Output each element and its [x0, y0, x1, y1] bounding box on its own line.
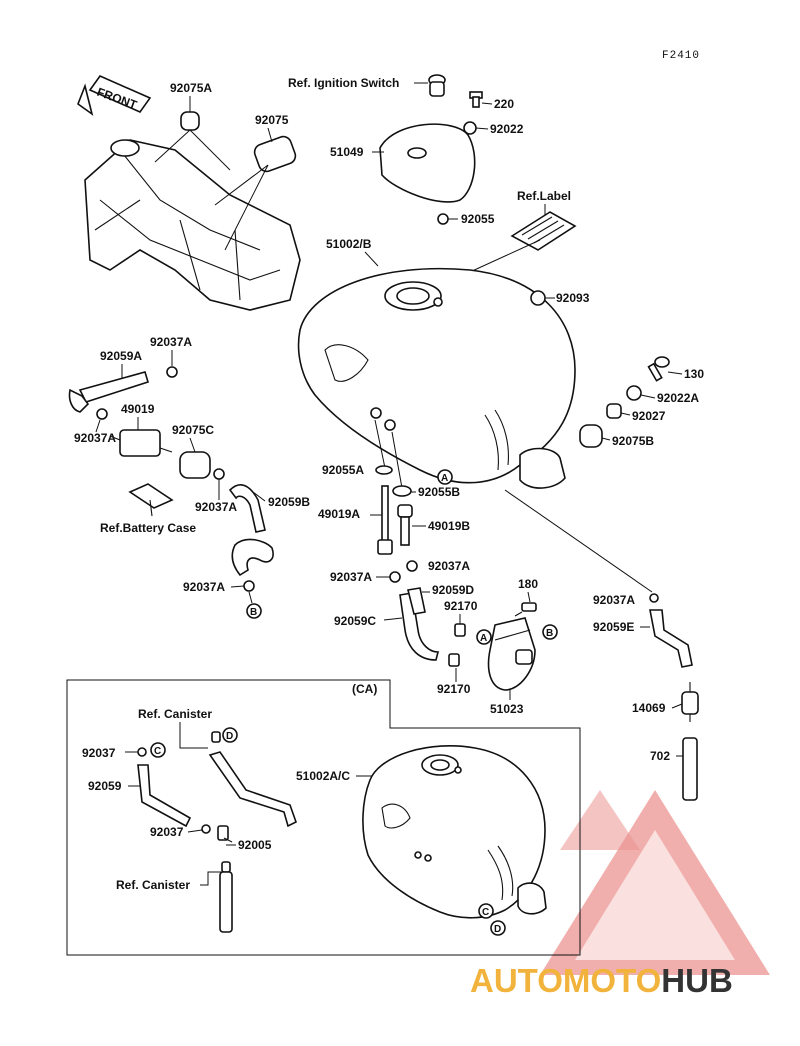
label-92170-1: 92170	[444, 599, 478, 613]
pipe-49019b-shape	[397, 504, 413, 546]
label-ref-battery: Ref.Battery Case	[100, 521, 196, 535]
label-plate-shape	[510, 211, 577, 251]
label-220: 220	[494, 97, 514, 111]
label-14069: 14069	[632, 701, 666, 715]
circle-b-cock: B	[546, 628, 553, 639]
ignition-cap-shape	[428, 74, 446, 97]
label-92093: 92093	[556, 291, 590, 305]
watermark-text: AUTOMOTOHUB	[470, 962, 733, 1000]
circle-a-cock: A	[480, 633, 487, 644]
label-92075: 92075	[255, 113, 289, 127]
label-92022a: 92022A	[657, 391, 699, 405]
bolt-220-shape	[469, 91, 483, 108]
watermark-logo	[540, 790, 770, 975]
label-49019b: 49019B	[428, 519, 470, 533]
washer-92022a-shape	[626, 385, 642, 401]
hose-92059d-shape	[407, 587, 426, 615]
hose-ca-right-shape	[208, 751, 297, 828]
front-arrow: FRONT	[77, 75, 152, 116]
cap-92093-shape	[530, 290, 546, 306]
hose-92059c-shape	[399, 592, 440, 661]
label-ca: (CA)	[352, 682, 377, 696]
label-51023: 51023	[490, 702, 524, 716]
part-92075a-shape	[180, 111, 200, 131]
battery-case-bracket-shape	[128, 483, 174, 517]
label-92055a: 92055A	[322, 463, 364, 477]
part-92075-shape	[253, 135, 297, 173]
label-92037-b: 92037	[150, 825, 184, 839]
frame-drawing: FRONT	[77, 75, 301, 311]
circle-b-left: B	[250, 607, 257, 618]
label-92037a-3: 92037A	[195, 500, 237, 514]
label-ref-ignition: Ref. Ignition Switch	[288, 76, 399, 90]
grommet-92055-shape	[437, 213, 449, 225]
label-92037a-1: 92037A	[150, 335, 192, 349]
label-702: 702	[650, 749, 670, 763]
label-92037: 92037	[82, 746, 116, 760]
joint-92005-shape	[217, 825, 233, 843]
label-92059a: 92059A	[100, 349, 142, 363]
damper-92075b-shape	[579, 424, 603, 448]
label-92005: 92005	[238, 838, 272, 852]
figure-code: F2410	[662, 50, 700, 62]
ca-variant-box	[66, 679, 581, 956]
circle-a-tank: A	[441, 473, 448, 484]
label-51049: 51049	[330, 145, 364, 159]
separator-14069-shape	[681, 682, 699, 722]
circle-d-ca: D	[494, 924, 501, 935]
damper-92075c-shape	[179, 451, 211, 479]
label-92075a-top: 92075A	[170, 81, 212, 95]
cover-51049-shape	[379, 123, 476, 203]
hose-92059a-shape	[78, 371, 149, 403]
hose-92059b-shape	[228, 484, 266, 533]
circle-c-ca: C	[482, 907, 489, 918]
hose-702-shape	[682, 737, 698, 801]
label-92055b: 92055B	[418, 485, 460, 499]
collar-92027-shape	[606, 403, 622, 419]
label-92027: 92027	[632, 409, 666, 423]
label-ref-label: Ref.Label	[517, 189, 571, 203]
label-92059e: 92059E	[593, 620, 634, 634]
label-92037a-2: 92037A	[74, 431, 116, 445]
circle-c-left: C	[154, 746, 161, 757]
label-92037a-4: 92037A	[183, 580, 225, 594]
label-92037a-7: 92037A	[593, 593, 635, 607]
label-49019a: 49019A	[318, 507, 360, 521]
label-92075b: 92075B	[612, 434, 654, 448]
bolt-130-shape	[647, 356, 670, 382]
label-130: 130	[684, 367, 704, 381]
label-92059b: 92059B	[268, 495, 310, 509]
label-ref-canister-2: Ref. Canister	[116, 878, 190, 892]
screw-180-shape	[514, 602, 537, 617]
label-92055: 92055	[461, 212, 495, 226]
label-49019: 49019	[121, 402, 155, 416]
label-92037a-5: 92037A	[428, 559, 470, 573]
label-92059d: 92059D	[432, 583, 474, 597]
watermark-part2: HUB	[661, 962, 733, 999]
watermark-part1: AUTOMOTO	[470, 962, 662, 999]
label-51002b: 51002/B	[326, 237, 372, 251]
fuel-filter-49019-shape	[109, 429, 173, 457]
fuel-tank-shape	[297, 267, 576, 484]
pipe-49019a-shape	[377, 485, 393, 555]
label-92022: 92022	[490, 122, 524, 136]
label-92059: 92059	[88, 779, 122, 793]
label-51002ac: 51002A/C	[296, 769, 350, 783]
label-92170-2: 92170	[437, 682, 471, 696]
label-92059c: 92059C	[334, 614, 376, 628]
hose-92059-shape	[137, 764, 192, 828]
label-180: 180	[518, 577, 538, 591]
label-ref-canister-1: Ref. Canister	[138, 707, 212, 721]
label-92037a-6: 92037A	[330, 570, 372, 584]
label-92075c: 92075C	[172, 423, 214, 437]
circle-d-top: D	[226, 731, 233, 742]
fuel-cock-51023-shape	[487, 617, 536, 691]
hose-92059e-shape	[649, 609, 693, 668]
tank-emblem-shape	[324, 344, 369, 382]
